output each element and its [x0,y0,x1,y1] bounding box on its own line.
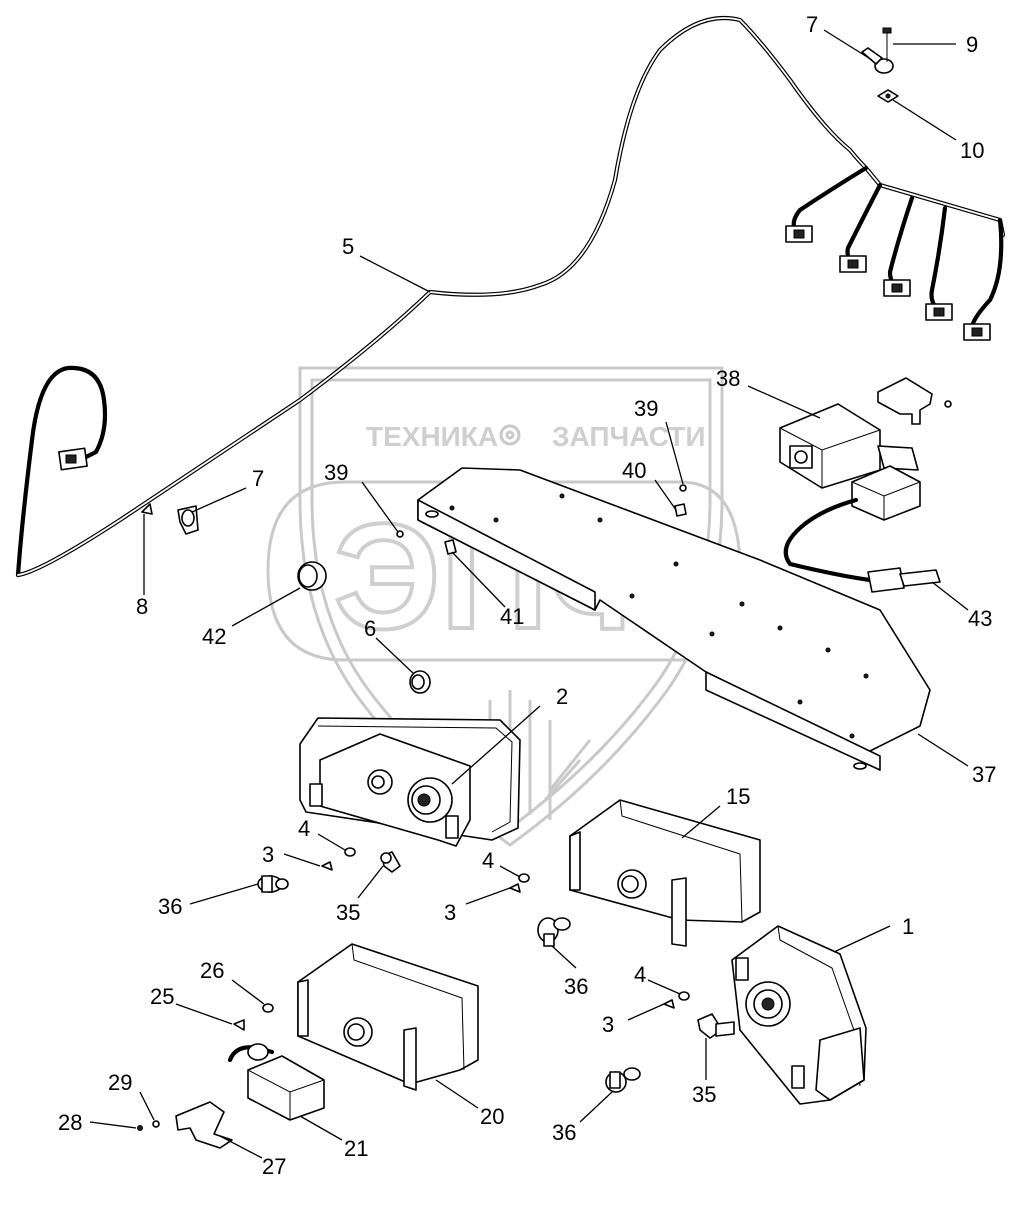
callout-35: 35 [336,900,360,925]
callout-39: 39 [324,460,348,485]
callout-36: 36 [552,1120,576,1145]
washer-4-a [344,847,356,857]
washer-4-c [678,991,690,1001]
callout-6: 6 [364,616,376,641]
callout-25: 25 [150,984,174,1009]
callout-2: 2 [556,684,568,709]
callout-43: 43 [968,606,992,631]
callout-41: 41 [500,604,524,629]
connector-branch-2 [839,255,867,273]
bulb-36-a [257,875,289,893]
callout-9: 9 [966,32,978,57]
callout-38: 38 [716,366,740,391]
control-module-38 [779,403,919,489]
callout-40: 40 [622,458,646,483]
callout-5: 5 [342,234,354,259]
callout-3: 3 [602,1012,614,1037]
socket-35-b [697,1013,735,1039]
relay-module-21 [227,1043,325,1121]
screw-3-b [509,883,521,893]
callout-29: 29 [108,1070,132,1095]
headlamp-2 [299,717,521,847]
gear-icon [499,424,521,446]
connector-branch-4 [925,303,953,321]
connector-branch-3 [883,279,911,297]
callout-7: 7 [806,12,818,37]
bracket-38 [877,377,952,425]
clamp-7 [177,505,199,535]
screw-28 [137,1125,143,1131]
connector-branch-1 [785,225,813,243]
callout-42: 42 [202,624,226,649]
screw-25 [233,1019,245,1031]
callout-20: 20 [480,1104,504,1129]
watermark-text-left: ТЕХНИКА [366,421,498,452]
socket-35-a [380,851,401,873]
callout-4: 4 [482,848,494,873]
screw-3-a [321,861,333,871]
clamp-top [861,47,894,74]
grommet-6 [409,670,431,694]
callout-4: 4 [634,962,646,987]
callout-39: 39 [634,396,658,421]
callout-27: 27 [262,1154,286,1179]
bolt-9 [882,27,892,62]
sensor-43 [783,465,941,593]
callout-28: 28 [58,1110,82,1135]
callout-37: 37 [972,762,996,787]
callout-36: 36 [158,894,182,919]
washer-26 [262,1003,274,1013]
callout-36: 36 [564,974,588,999]
callout-labels: 7 9 10 5 38 39 40 7 39 8 41 43 42 6 2 37… [58,12,996,1179]
watermark-text-right: ЗАПЧАСТИ [552,421,705,452]
washer-4-b [518,873,530,883]
callout-7: 7 [252,466,264,491]
tie-8 [141,503,153,515]
bulb-36-c [605,1067,641,1093]
callout-1: 1 [902,914,914,939]
callout-3: 3 [444,900,456,925]
worklight-15 [569,799,761,947]
connector-left [58,447,88,471]
headlamp-1 [731,925,867,1105]
leader-lines [89,29,969,1159]
screw-39-a [679,484,687,492]
callout-4: 4 [298,816,310,841]
callout-8: 8 [136,594,148,619]
mounting-panel-37 [417,467,931,771]
connector-branch-5 [963,323,991,341]
wiring-harness [15,15,1006,578]
bracket-27 [175,1101,233,1149]
callout-3: 3 [262,842,274,867]
screw-39-b [396,530,404,538]
bulb-36-b [537,917,571,947]
callout-10: 10 [960,138,984,163]
callout-26: 26 [200,958,224,983]
nut-29 [152,1120,160,1128]
callout-35: 35 [692,1082,716,1107]
screw-3-c [663,999,675,1009]
worklight-20 [297,943,479,1091]
callout-15: 15 [726,784,750,809]
callout-21: 21 [344,1136,368,1161]
grommet-42 [297,561,327,591]
nut-10 [877,89,899,103]
